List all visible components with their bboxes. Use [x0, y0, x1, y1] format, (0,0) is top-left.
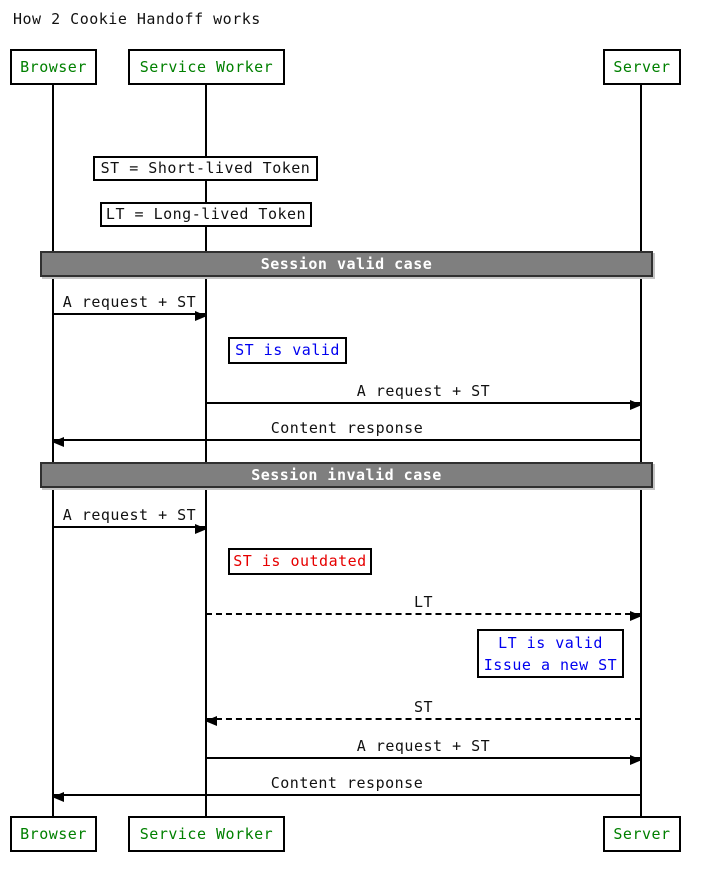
arrowhead-right-icon [195, 311, 207, 321]
message-request-st-sw-to-server-valid: A request + ST [206, 382, 642, 410]
message-label: A request + ST [62, 506, 197, 524]
message-label: ST [413, 698, 434, 716]
message-st-server-to-sw: ST [205, 698, 641, 726]
message-line-solid [52, 437, 641, 447]
actor-label-server-bottom: Server [613, 825, 671, 843]
note-st-definition-text: ST = Short-lived Token [100, 158, 311, 177]
note-st-is-valid-text: ST is valid [235, 340, 340, 359]
actor-label-browser-bottom: Browser [20, 825, 87, 843]
message-line-solid [53, 311, 207, 321]
actor-box-server-top: Server [603, 49, 681, 85]
message-label: A request + ST [62, 293, 197, 311]
lifeline-service-worker [205, 85, 207, 816]
note-lt-definition-text: LT = Long-lived Token [105, 204, 307, 223]
message-line-solid [53, 524, 207, 534]
section-divider-valid: Session valid case [40, 251, 653, 277]
message-label: A request + ST [356, 737, 491, 755]
lifeline-server [640, 85, 642, 816]
actor-label-service-worker-bottom: Service Worker [139, 825, 274, 843]
diagram-title: How 2 Cookie Handoff works [13, 10, 261, 28]
actor-box-server-bottom: Server [603, 816, 681, 852]
arrowhead-right-icon [195, 524, 207, 534]
message-content-response-valid: Content response [52, 419, 641, 447]
section-divider-invalid: Session invalid case [40, 462, 653, 488]
message-line-solid [206, 400, 642, 410]
actor-box-browser-bottom: Browser [10, 816, 97, 852]
arrowhead-left-icon [52, 437, 64, 447]
message-line-dashed [205, 716, 641, 726]
note-st-is-outdated-text: ST is outdated [233, 551, 367, 570]
note-lt-is-valid-line2: Issue a new ST [483, 655, 618, 674]
arrowhead-right-icon [630, 611, 642, 621]
message-lt-sw-to-server: LT [206, 593, 642, 621]
actor-label-browser-top: Browser [20, 58, 87, 76]
message-request-st-sw-to-server-invalid: A request + ST [206, 737, 642, 765]
arrowhead-left-icon [52, 792, 64, 802]
message-line-solid [52, 792, 641, 802]
note-lt-is-valid: LT is valid Issue a new ST [477, 629, 624, 678]
arrowhead-right-icon [630, 400, 642, 410]
message-request-st-browser-to-sw-invalid: A request + ST [53, 506, 207, 534]
actor-box-service-worker-top: Service Worker [128, 49, 285, 85]
message-label: Content response [270, 419, 424, 437]
arrowhead-right-icon [630, 755, 642, 765]
actor-box-browser-top: Browser [10, 49, 97, 85]
message-request-st-browser-to-sw-valid: A request + ST [53, 293, 207, 321]
section-divider-invalid-label: Session invalid case [251, 466, 442, 484]
message-label: A request + ST [356, 382, 491, 400]
message-content-response-invalid: Content response [52, 774, 641, 802]
actor-box-service-worker-bottom: Service Worker [128, 816, 285, 852]
message-label: LT [413, 593, 434, 611]
section-divider-valid-label: Session valid case [260, 255, 433, 273]
lifeline-browser [52, 85, 54, 816]
note-st-is-outdated: ST is outdated [228, 548, 372, 575]
message-label: Content response [270, 774, 424, 792]
note-st-definition: ST = Short-lived Token [93, 156, 318, 181]
message-line-solid [206, 755, 642, 765]
actor-label-server-top: Server [613, 58, 671, 76]
actor-label-service-worker-top: Service Worker [139, 58, 274, 76]
note-lt-definition: LT = Long-lived Token [100, 202, 312, 227]
arrowhead-left-icon [205, 716, 217, 726]
note-lt-is-valid-line1: LT is valid [498, 633, 603, 652]
note-st-is-valid: ST is valid [228, 337, 347, 364]
message-line-dashed [206, 611, 642, 621]
